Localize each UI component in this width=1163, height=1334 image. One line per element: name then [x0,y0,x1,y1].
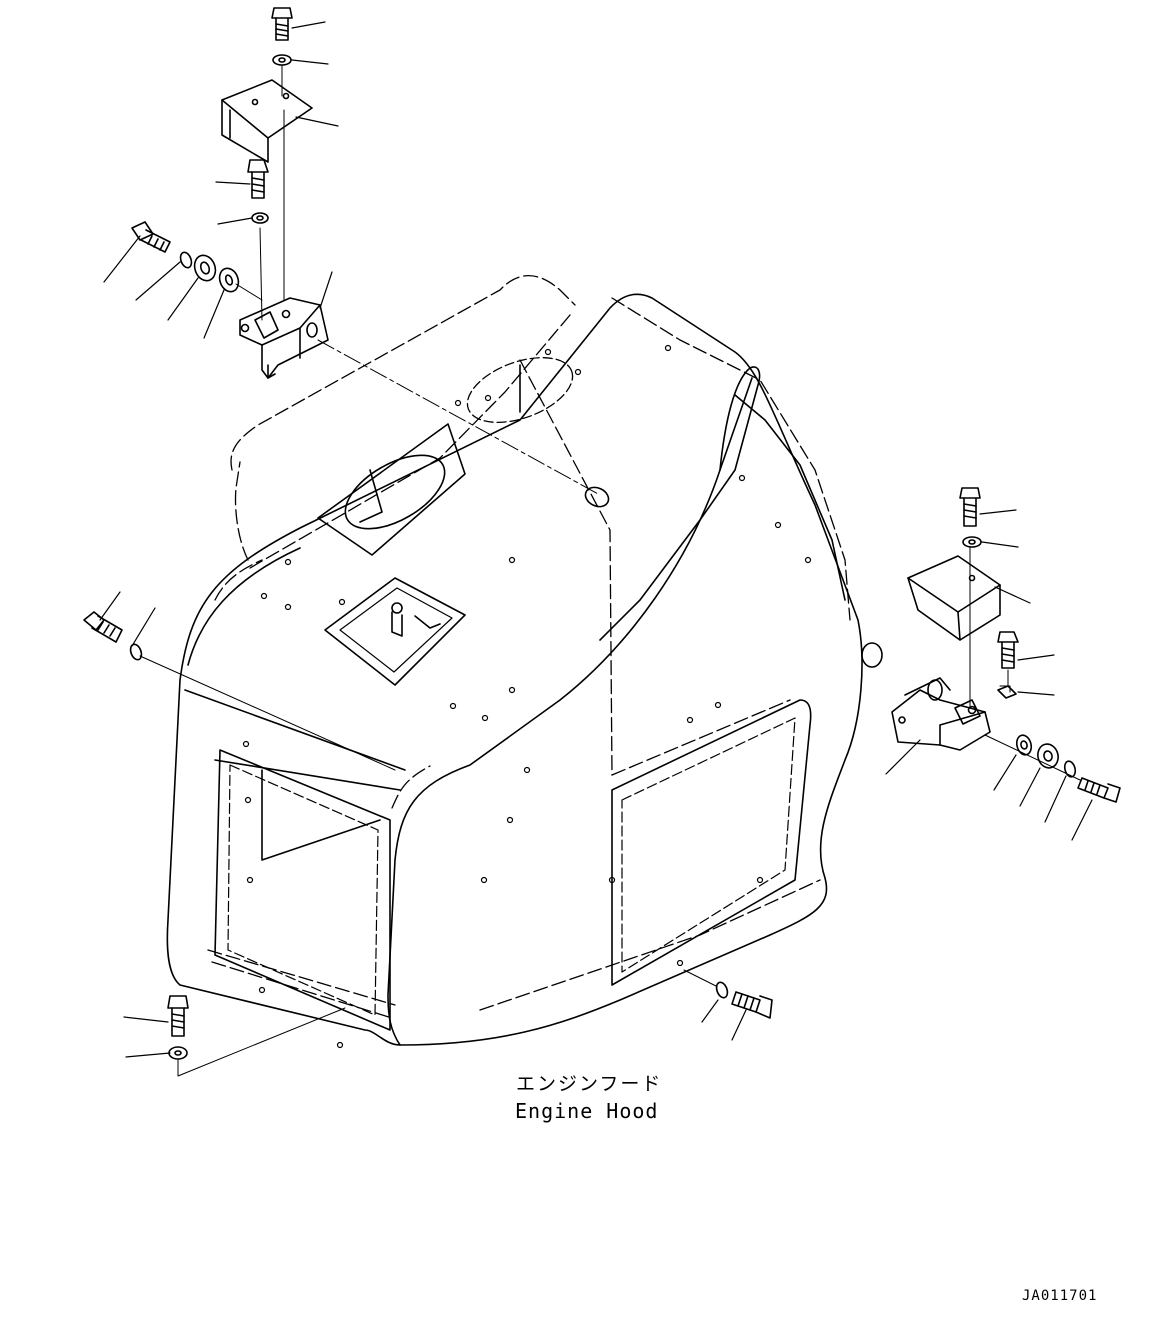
left-side-opening [214,749,391,1031]
exhaust-opening [317,423,466,556]
right-side-opening [611,699,812,986]
upper-bracket-assembly [131,7,601,496]
caption-english: Engine Hood [515,1099,659,1123]
leader-lines [99,21,1093,1058]
drawing-code: JA011701 [1022,1288,1098,1304]
caption-japanese: エンジンフード [516,1073,663,1095]
engine-hood-outline [166,275,883,1046]
hood-holes [242,344,812,1049]
top-access-cover [324,577,466,686]
left-side-bolt-and-washer [83,611,396,771]
top-round-opening [466,357,574,423]
lower-left-bolt-and-washer [167,995,346,1077]
lower-right-bolt-and-washer [683,969,773,1019]
right-bracket-assembly [891,487,1121,803]
